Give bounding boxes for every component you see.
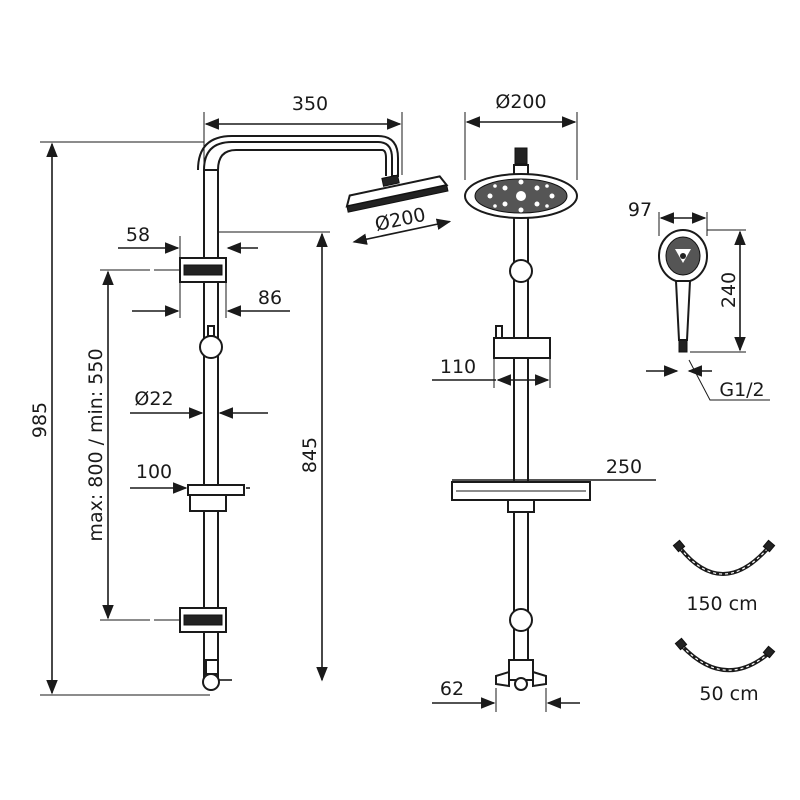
hose-long-label: 150 cm <box>686 593 757 615</box>
dim-height-range: max: 800 / min: 550 <box>85 348 107 541</box>
dim-lower-height: 845 <box>299 437 321 473</box>
dim-bracket-offset: 58 <box>126 224 150 246</box>
front-lower-stopper <box>509 608 533 632</box>
side-pipe-body <box>203 169 219 681</box>
hose-150: 150 cm <box>672 539 776 615</box>
front-diverter-right <box>532 670 547 688</box>
front-shelf-clamp <box>507 499 535 513</box>
dim-hand-width: 97 <box>628 199 652 221</box>
dim-head-side: Ø200 <box>373 204 428 236</box>
side-slider-shelf <box>187 484 245 496</box>
dim-head-side-line <box>352 218 452 245</box>
side-view <box>154 135 449 691</box>
front-diverter-left <box>495 670 510 688</box>
hose-short-label: 50 cm <box>699 683 758 705</box>
front-rail <box>513 164 529 676</box>
hand-shower-handle <box>674 280 692 341</box>
side-outlet-knob <box>202 673 220 691</box>
lower-bracket-plate <box>183 614 223 626</box>
dim-shelf-width: 250 <box>606 456 642 478</box>
dim-bracket-depth: 86 <box>258 287 282 309</box>
side-riser-pipe <box>197 135 399 680</box>
dim-thread: G1/2 <box>719 379 764 401</box>
dim-arm-reach: 350 <box>292 93 328 115</box>
front-slider-knob <box>495 325 503 339</box>
side-rail-stopper <box>199 335 223 359</box>
hose-50: 50 cm <box>674 637 776 705</box>
dim-pipe-diameter: Ø22 <box>134 388 173 410</box>
front-view <box>451 147 591 691</box>
side-slider-body <box>189 494 227 512</box>
front-slider-holder <box>493 337 551 359</box>
dim-slider-depth: 100 <box>136 461 172 483</box>
front-diverter-knob <box>514 677 528 691</box>
side-dimensions: 350 Ø200 985 max: 800 / min: 550 845 58 … <box>29 93 452 696</box>
hand-shower <box>658 229 708 353</box>
side-arm <box>217 149 387 176</box>
dim-hand-length: 240 <box>718 272 740 308</box>
side-rail-pin <box>207 325 215 337</box>
dim-mixer-width: 62 <box>440 678 464 700</box>
front-head-nozzles <box>487 179 555 213</box>
dim-slider-width: 110 <box>440 356 476 378</box>
front-connector <box>514 147 528 165</box>
side-outlet <box>205 659 219 675</box>
hand-shower-thread <box>678 339 688 353</box>
front-upper-stopper <box>509 259 533 283</box>
dim-total-height: 985 <box>29 402 51 438</box>
upper-bracket-plate <box>183 264 223 276</box>
side-shower-head <box>345 174 449 213</box>
hand-dimensions: 97 240 G1/2 <box>628 199 770 401</box>
dim-head-front: Ø200 <box>495 91 546 113</box>
front-dimensions: Ø200 110 250 62 <box>432 91 656 712</box>
